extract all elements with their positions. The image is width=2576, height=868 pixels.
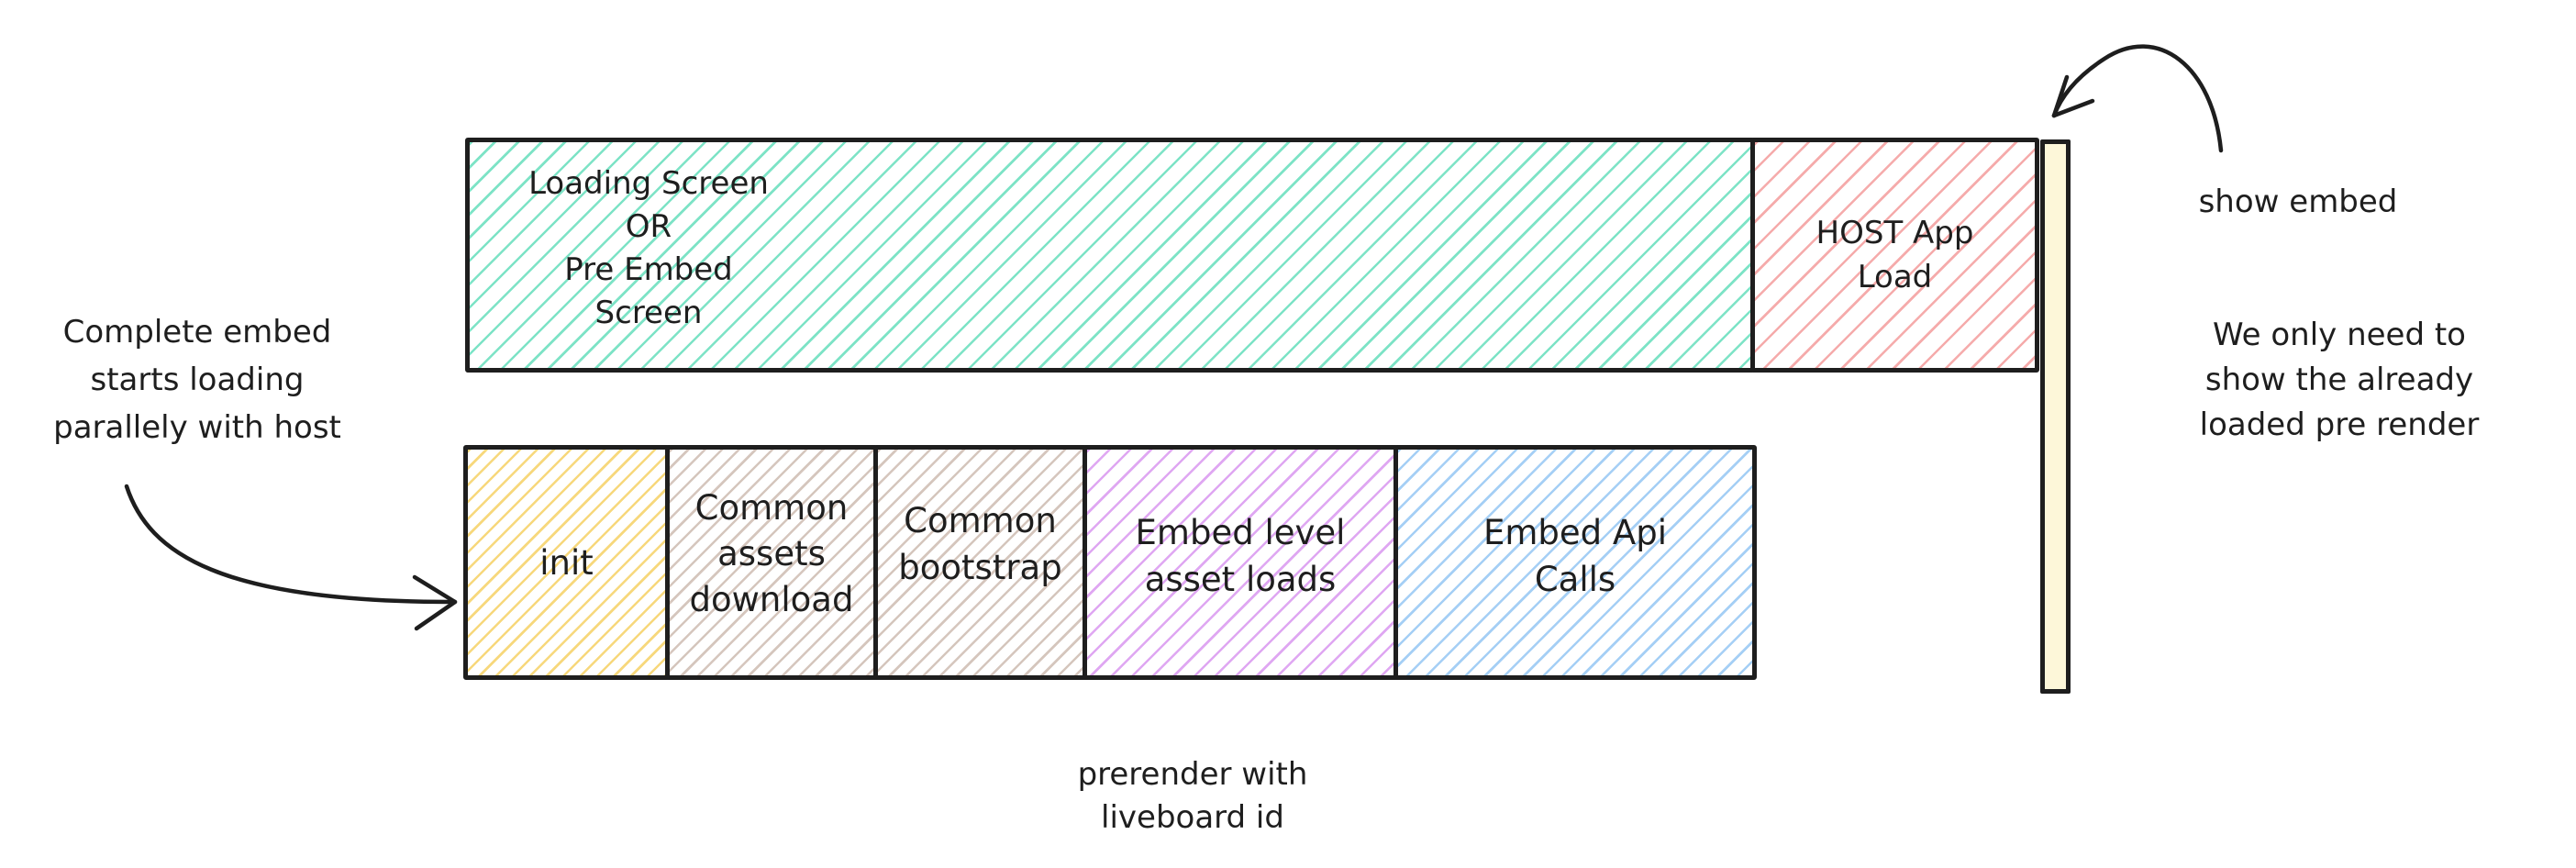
label-line: init: [539, 542, 594, 583]
show-embed-arrow: [2051, 44, 2224, 153]
label-line: Load: [1857, 259, 1933, 295]
common-assets-download-label: Common assets download: [690, 485, 854, 623]
left-note: Complete embed starts loading parallely …: [9, 308, 385, 451]
label-line: assets: [717, 534, 826, 573]
note-line: prerender with: [1077, 756, 1308, 793]
common-bootstrap-box: Common bootstrap: [873, 445, 1087, 680]
note-line: starts loading: [90, 362, 305, 398]
embed-api-calls-label: Embed Api Calls: [1483, 509, 1667, 603]
show-embed-note: show embed: [2198, 184, 2398, 220]
init-box: init: [463, 445, 670, 680]
label-line: HOST App: [1815, 215, 1974, 251]
label-line: Loading Screen: [528, 165, 769, 202]
label-line: asset loads: [1144, 560, 1337, 599]
label-line: Embed level: [1135, 513, 1346, 552]
host-app-load-label: HOST App Load: [1816, 211, 1974, 299]
label-line: Common: [694, 488, 849, 528]
common-assets-download-box: Common assets download: [665, 445, 878, 680]
label-line: OR: [625, 208, 672, 245]
note-line: Complete embed: [62, 314, 332, 351]
label-line: bootstrap: [898, 548, 1062, 587]
embed-api-calls-box: Embed Api Calls: [1393, 445, 1757, 680]
note-line: liveboard id: [1101, 799, 1284, 836]
label-line: Embed Api: [1483, 513, 1667, 552]
loading-screen-box: Loading Screen OR Pre Embed Screen: [465, 138, 1755, 373]
loading-screen-label: Loading Screen OR Pre Embed Screen: [497, 162, 800, 335]
note-line: show the already: [2204, 362, 2474, 398]
label-line: Screen: [594, 295, 703, 331]
init-label: init: [539, 540, 594, 586]
label-line: download: [689, 580, 854, 619]
left-curved-arrow: [124, 484, 458, 631]
prerender-bar: [2040, 139, 2071, 694]
label-line: Pre Embed: [564, 251, 733, 288]
label-line: Common: [904, 501, 1057, 540]
note-line: parallely with host: [53, 409, 341, 446]
host-app-load-box: HOST App Load: [1750, 138, 2039, 373]
embed-level-asset-loads-label: Embed level asset loads: [1136, 509, 1346, 603]
embed-level-asset-loads-box: Embed level asset loads: [1083, 445, 1398, 680]
note-line: loaded pre render: [2199, 406, 2480, 443]
common-bootstrap-label: Common bootstrap: [898, 497, 1061, 591]
note-line: We only need to: [2213, 317, 2466, 353]
right-note: We only need to show the already loaded …: [2165, 313, 2514, 448]
label-line: Calls: [1534, 560, 1616, 599]
prerender-note: prerender with liveboard id: [1009, 753, 1376, 840]
